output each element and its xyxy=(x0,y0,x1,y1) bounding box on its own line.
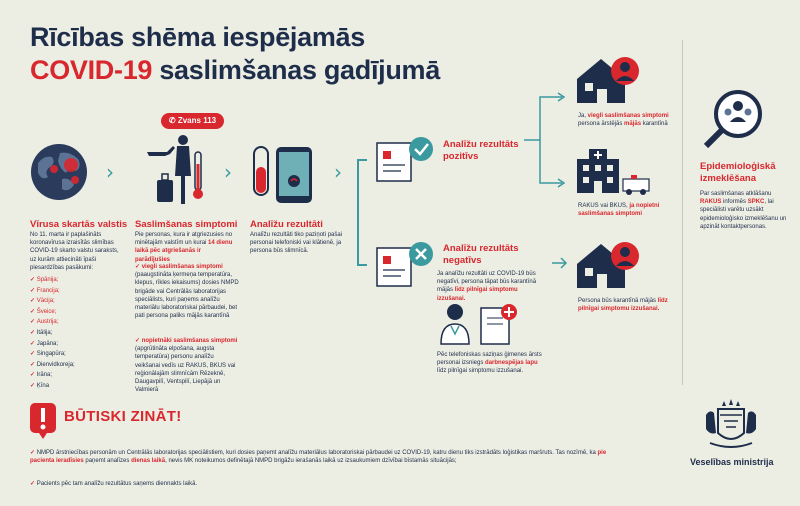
doctor-sick-note-icon xyxy=(440,304,517,345)
country-item: Austrija; xyxy=(30,317,125,328)
traveler-thermometer-icon xyxy=(147,135,203,204)
country-item: Itālija; xyxy=(30,328,125,339)
chevron-right-icon: › xyxy=(106,160,114,184)
country-list: Spānija;Francija;Vācija;Šveice;Austrija;… xyxy=(30,275,125,392)
warning-point-1: ✓ NMPD ārstniecības personām un Centrālā… xyxy=(30,450,607,465)
column-divider xyxy=(682,40,683,385)
covid-label: COVID-19 xyxy=(30,55,153,85)
epi-heading-2: izmeklēšana xyxy=(700,173,756,184)
negative-text: Ja analīžu rezultāti uz COVID-19 būs neg… xyxy=(437,271,537,302)
severe-symptoms-item: ✓ nopietnāki saslimšanas simptomi(apgrūt… xyxy=(135,338,238,394)
epi-heading-1: Epidemioloģiskā xyxy=(700,161,776,172)
country-item: Irāna; xyxy=(30,370,125,381)
negative-document-icon xyxy=(376,242,433,287)
coat-of-arms-icon xyxy=(706,399,756,448)
results-heading: Analīžu rezultāti xyxy=(250,219,323,230)
warning-title: BŪTISKI ZINĀT! xyxy=(64,408,182,425)
warning-icon xyxy=(30,403,56,439)
page-title-line2: COVID-19 saslimšanas gadījumā xyxy=(30,55,440,86)
arrows-positive xyxy=(524,92,566,188)
test-tube-phone-icon xyxy=(253,146,312,203)
countries-intro: No 11. marta ir paplašināts koronavīrusa… xyxy=(30,232,119,271)
positive-document-icon xyxy=(376,137,433,182)
title-rest: saslimšanas gadījumā xyxy=(152,55,440,85)
phone-icon: ✆ xyxy=(168,116,176,125)
magnifier-people-icon xyxy=(703,90,762,148)
branch-line-bottom xyxy=(357,264,367,266)
house-quarantine-icon xyxy=(577,242,639,288)
results-text: Analīžu rezultāti tiko paziņoti pašai pe… xyxy=(250,232,343,255)
check-icon: ✓ xyxy=(135,338,142,344)
branch-line-top xyxy=(357,159,367,161)
mild-symptoms-item: ✓ viegli saslimšanas simptomi(paaugstinā… xyxy=(135,264,239,320)
call-113-badge: ✆ Zvans 113 xyxy=(161,113,224,129)
symptoms-intro: Pie personas, kura ir atgriezusies no mi… xyxy=(135,232,233,263)
house-sick-person-icon xyxy=(577,57,639,103)
ministry-name: Veselības ministrija xyxy=(690,457,774,467)
check-icon: ✓ xyxy=(30,450,36,456)
check-icon: ✓ xyxy=(135,264,142,270)
outcome-quarantine-text: Persona būs karantīnā mājās līdz pilnīga… xyxy=(578,298,668,313)
positive-heading-1: Analīžu rezultāts xyxy=(443,139,519,150)
country-item: Singapūra; xyxy=(30,349,125,360)
countries-heading: Vīrusa skartās valstis xyxy=(30,219,128,230)
country-item: Japāna; xyxy=(30,339,125,350)
outcome-hospital-text: RAKUS vai BKUS, ja nopietni saslimšanas … xyxy=(578,203,660,218)
branch-line xyxy=(357,160,359,265)
country-item: Francija; xyxy=(30,286,125,297)
epi-text: Par saslimšanas atklāšanu RAKUS informēs… xyxy=(700,191,787,230)
country-item: Šveice; xyxy=(30,307,125,318)
country-item: Dienvidkoreja; xyxy=(30,360,125,371)
positive-heading-2: pozitīvs xyxy=(443,151,479,162)
symptoms-heading: Saslimšanas simptomi xyxy=(135,219,238,230)
country-item: Vācija; xyxy=(30,296,125,307)
hospital-ambulance-icon xyxy=(577,149,650,195)
arrow-negative xyxy=(552,257,568,269)
doctor-text: Pēc telefoniskas saziņas ģimenes ārsts p… xyxy=(437,352,542,375)
chevron-right-icon: › xyxy=(224,160,232,184)
country-item: Ķīna xyxy=(30,381,125,392)
negative-heading-2: negatīvs xyxy=(443,255,482,266)
page-title-line1: Rīcības shēma iespējamās xyxy=(30,22,365,52)
outcome-home-text: Ja, viegli saslimšanas simptomi persona … xyxy=(578,113,669,128)
globe-icon xyxy=(31,144,87,200)
negative-heading-1: Analīžu rezultāts xyxy=(443,243,519,254)
check-icon: ✓ xyxy=(30,481,36,487)
call-label: Zvans 113 xyxy=(177,116,217,125)
country-item: Spānija; xyxy=(30,275,125,286)
warning-point-2: ✓ Pacients pēc tam analīžu rezultātus sa… xyxy=(30,481,198,487)
chevron-right-icon: › xyxy=(334,160,342,184)
